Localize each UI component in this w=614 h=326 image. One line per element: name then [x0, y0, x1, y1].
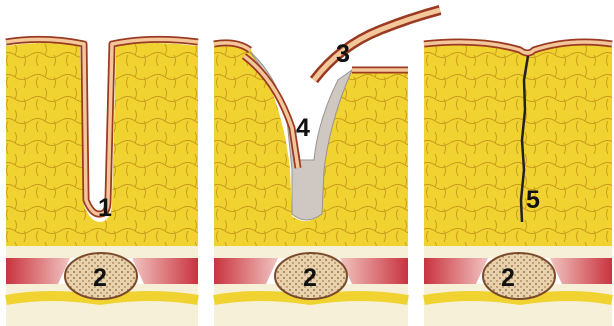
- subcutaneous-fat: [424, 44, 612, 246]
- right-muscle: [132, 258, 198, 284]
- right-muscle: [340, 258, 408, 284]
- label-deep-sinus: 1: [98, 194, 112, 222]
- label-bone: 2: [501, 264, 515, 292]
- label-bone: 2: [303, 264, 317, 292]
- label-excised-skin-overlay: 3: [336, 40, 350, 68]
- right-muscle: [550, 258, 612, 284]
- bone: [483, 253, 555, 299]
- panel-1: 1 2: [6, 39, 198, 326]
- panel-divider: [409, 0, 423, 326]
- panel-3: 5 2: [424, 42, 612, 326]
- label-scar: 5: [526, 186, 540, 214]
- panel-divider: [199, 0, 213, 326]
- left-muscle: [214, 258, 278, 284]
- left-muscle: [424, 258, 488, 284]
- panel-2: 3 4 2: [214, 10, 440, 326]
- label-bone: 2: [93, 264, 107, 292]
- label-wound-cavity: 4: [296, 114, 310, 142]
- left-muscle: [6, 258, 70, 284]
